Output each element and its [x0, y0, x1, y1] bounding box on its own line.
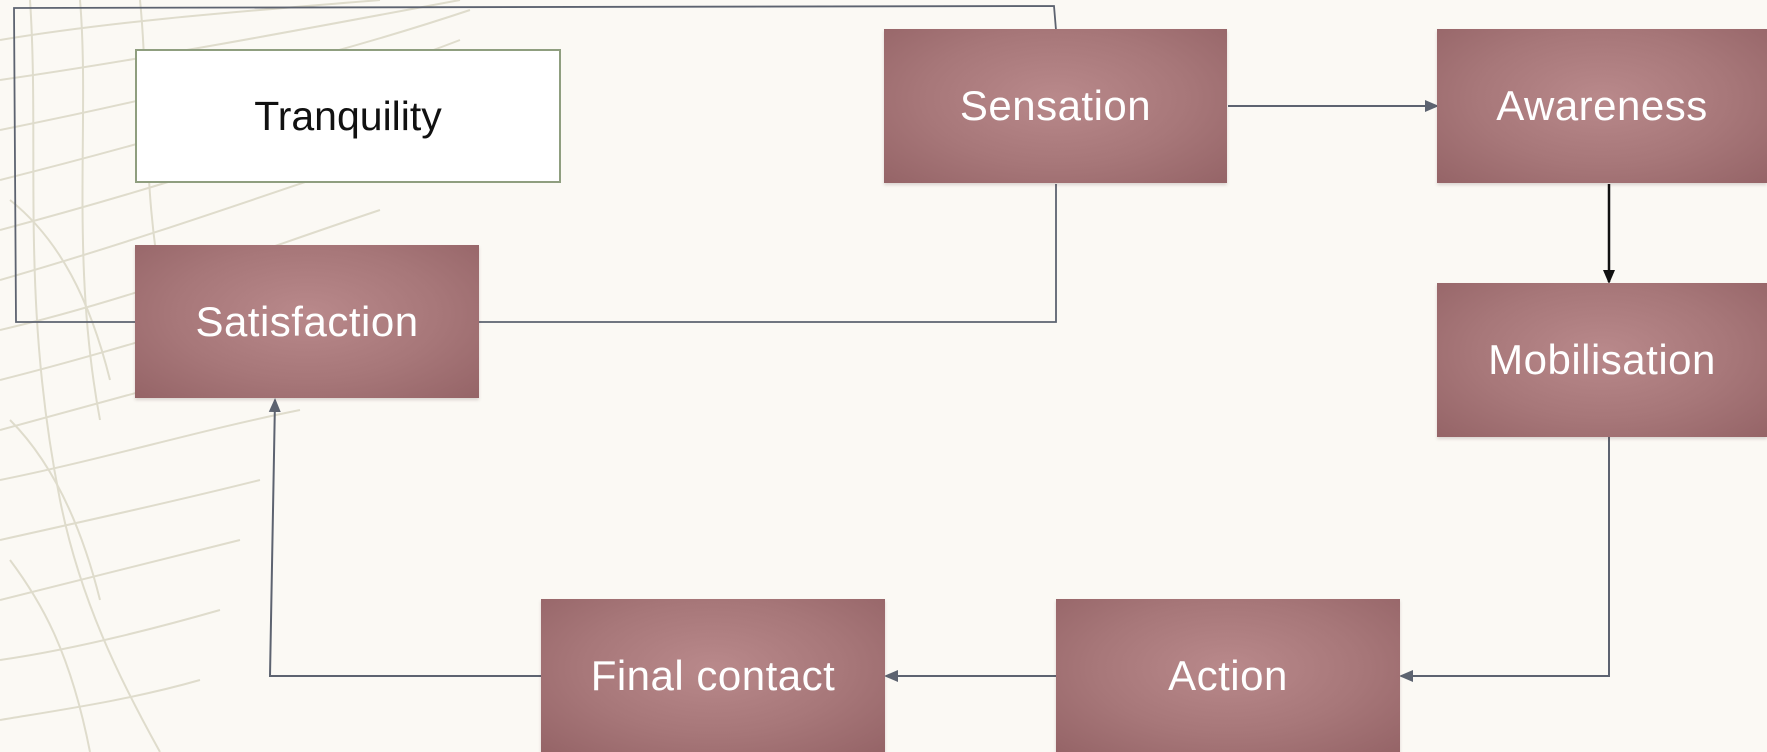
- node-action: Action: [1056, 599, 1400, 752]
- node-awareness: Awareness: [1437, 29, 1767, 183]
- connector-satisfaction-sensation: [479, 184, 1057, 323]
- node-label: Sensation: [959, 82, 1152, 129]
- connector-outer-loop: [13, 5, 1057, 323]
- node-label: Action: [1168, 651, 1288, 699]
- connector-mobilisation-action: [1399, 437, 1610, 682]
- node-label: Final contact: [590, 651, 836, 699]
- node-tranquility: Tranquility: [135, 49, 561, 183]
- connector-finalcontact-satisfaction: [268, 398, 541, 677]
- node-mobilisation: Mobilisation: [1437, 283, 1767, 437]
- node-label: Satisfaction: [195, 297, 419, 345]
- node-sensation: Sensation: [884, 29, 1227, 183]
- node-satisfaction: Satisfaction: [135, 245, 479, 398]
- node-label: Tranquility: [254, 92, 442, 139]
- node-final-contact: Final contact: [541, 599, 885, 752]
- node-label: Mobilisation: [1488, 336, 1716, 383]
- node-label: Awareness: [1496, 82, 1708, 129]
